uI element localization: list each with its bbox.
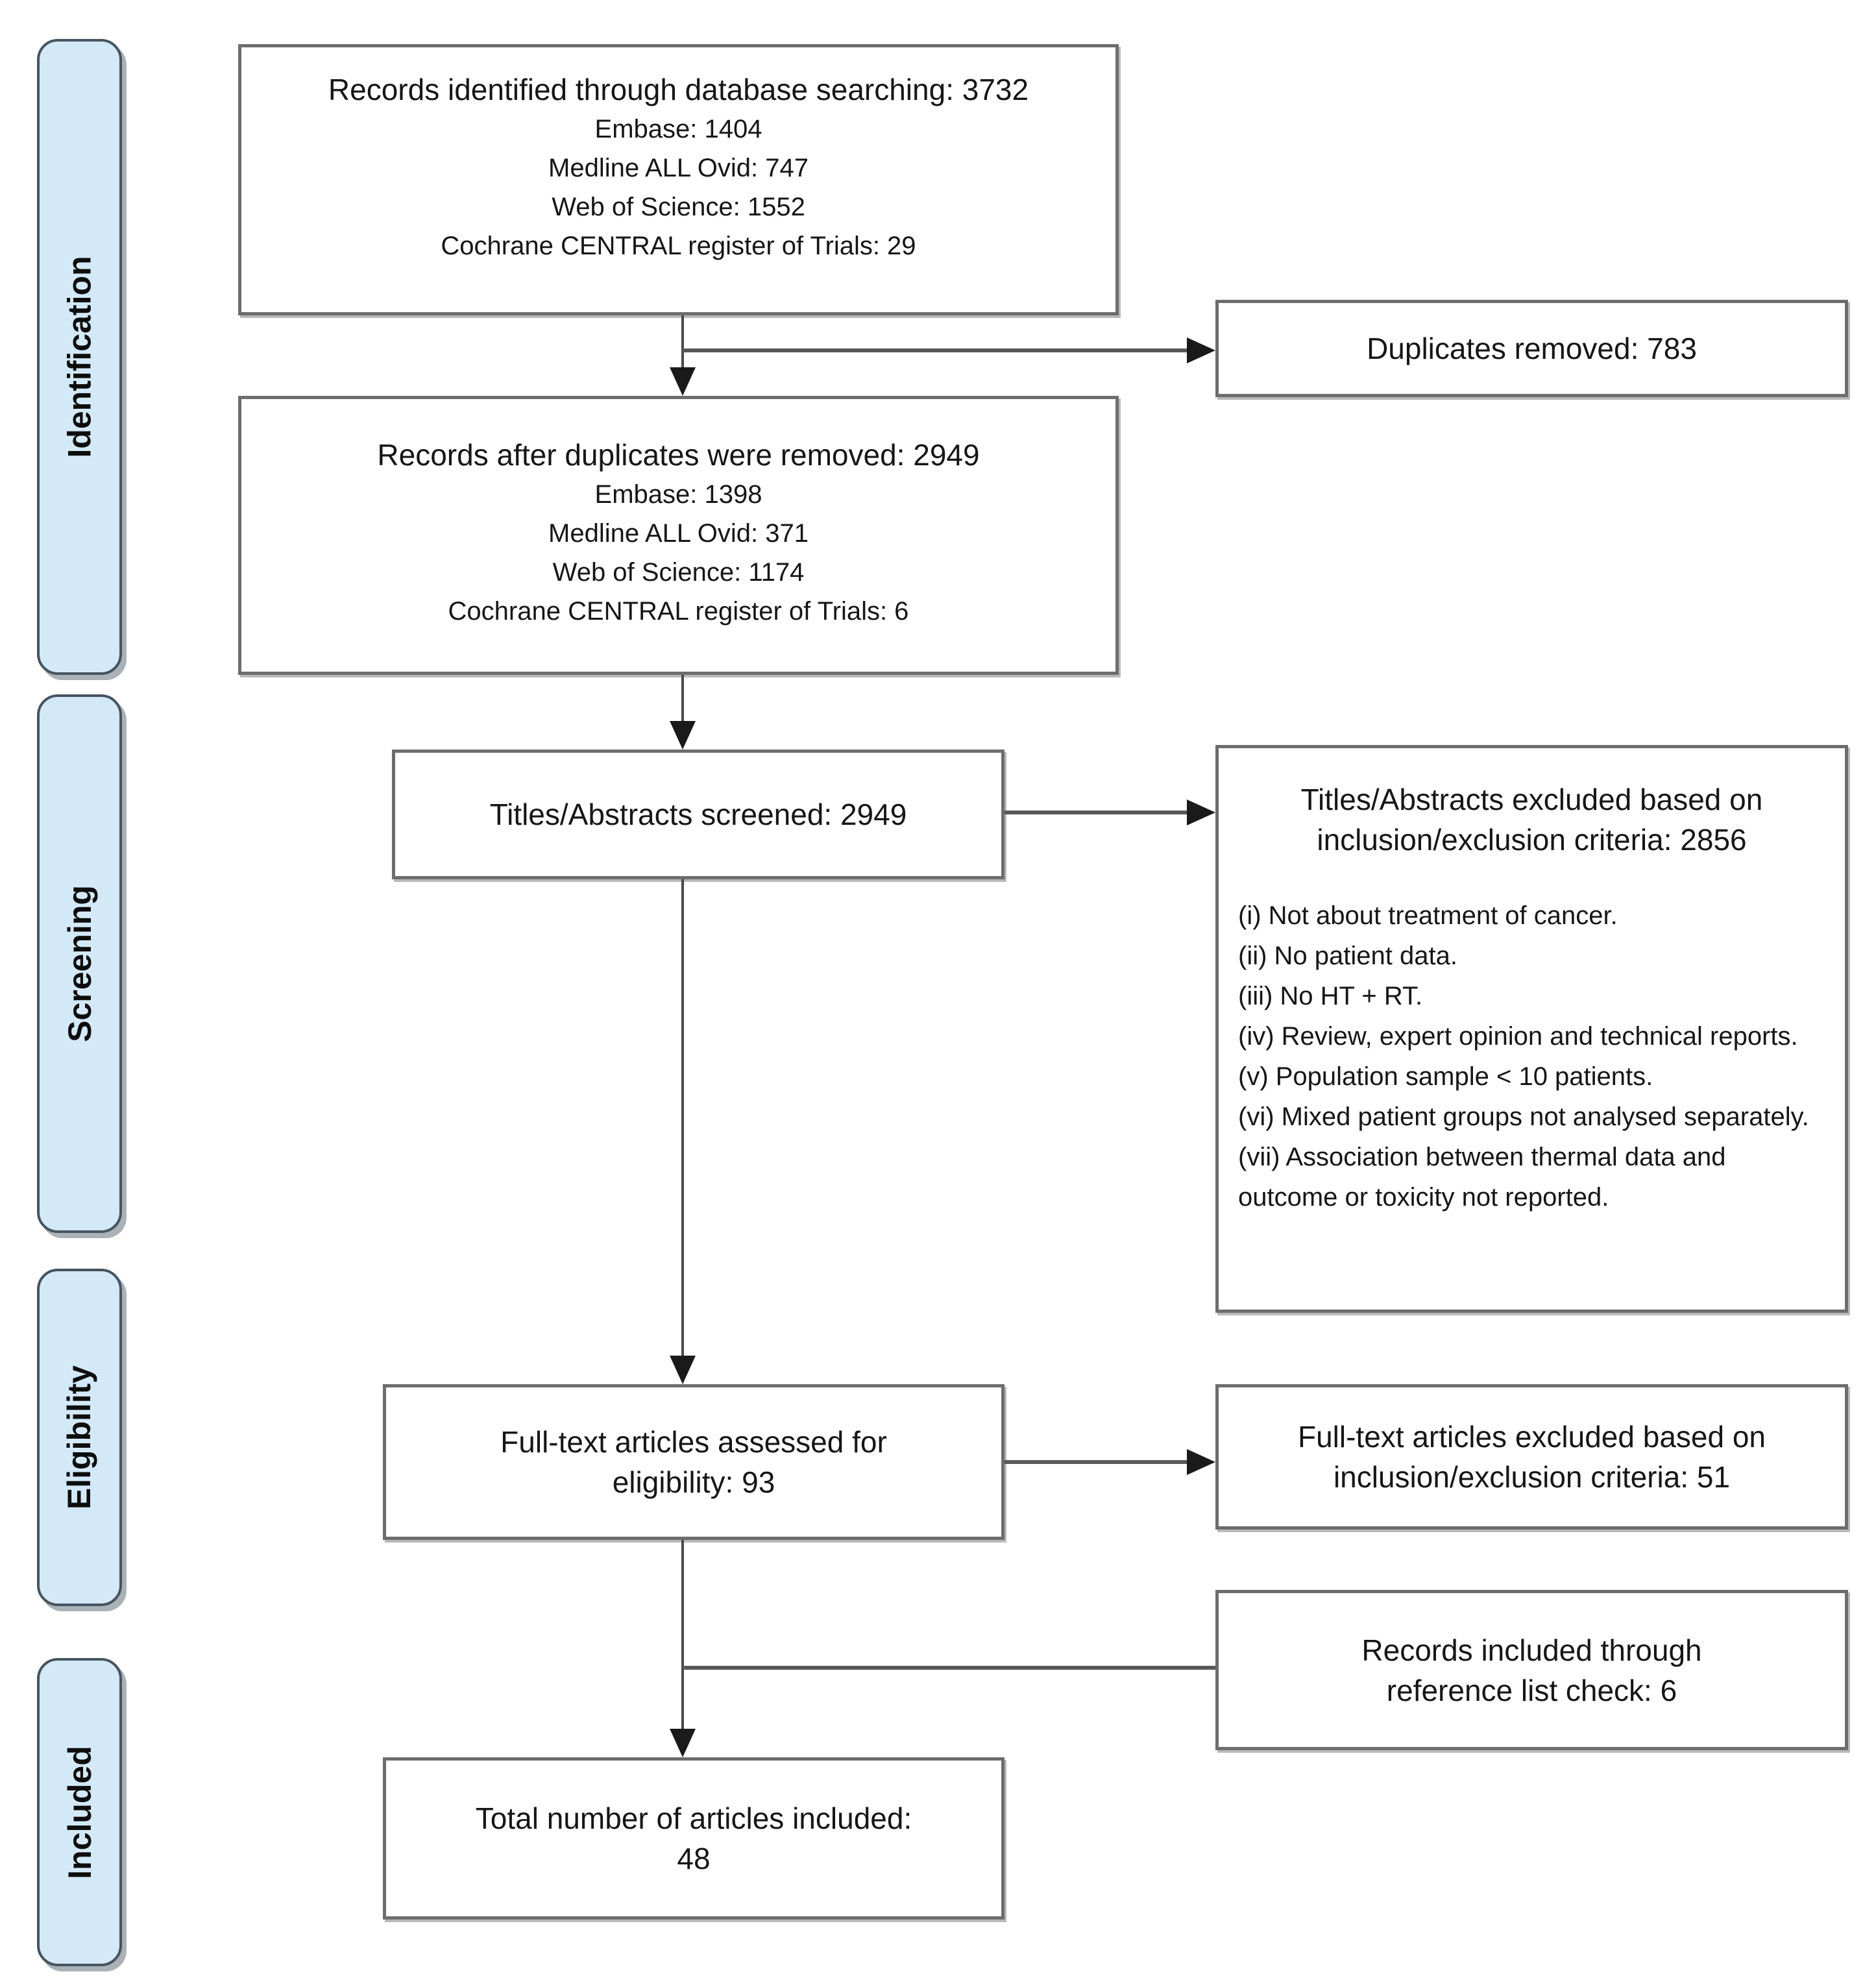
source-web-of-science: Web of Science: 1552 [552,193,805,221]
stage-identification-label: Identification [61,256,98,458]
node-fulltext-assessed-line2: eligibility: 93 [612,1465,775,1499]
source-embase: Embase: 1404 [594,115,762,143]
connector-identified-to-afterdup [681,315,684,367]
node-titles-abstracts-screened: Titles/Abstracts screened: 2949 [392,750,1005,879]
source-medline: Medline ALL Ovid: 747 [548,154,809,182]
node-total-included-line1: Total number of articles included: [475,1801,912,1835]
arrowhead-down-icon [670,367,696,396]
connector-fulltext-to-total [681,1540,684,1729]
node-titles-abstracts-excluded-title-line2: inclusion/exclusion criteria: 2856 [1317,823,1747,857]
node-titles-abstracts-excluded: Titles/Abstracts excluded based on inclu… [1215,745,1848,1313]
exclusion-reason-7: (vii) Association between thermal data a… [1238,1143,1726,1212]
stage-eligibility: Eligibility [37,1269,122,1606]
exclusion-reason-2: (ii) No patient data. [1238,942,1457,970]
stage-eligibility-label: Eligibility [61,1365,98,1510]
node-fulltext-assessed-line1: Full-text articles assessed for [500,1425,887,1459]
exclusion-reason-5: (v) Population sample < 10 patients. [1238,1062,1653,1091]
source-cochrane: Cochrane CENTRAL register of Trials: 6 [448,597,909,626]
exclusion-reason-4: (iv) Review, expert opinion and technica… [1238,1022,1798,1051]
node-reference-list-included: Records included through reference list … [1215,1590,1848,1750]
source-cochrane: Cochrane CENTRAL register of Trials: 29 [441,232,916,260]
source-embase: Embase: 1398 [594,480,762,509]
arrowhead-right-icon [1187,799,1215,825]
connector-screened-to-excluded [1005,811,1187,814]
node-duplicates-removed: Duplicates removed: 783 [1215,300,1848,397]
stage-included-label: Included [61,1745,98,1879]
stage-screening: Screening [37,694,122,1233]
arrowhead-right-icon [1187,1449,1215,1475]
arrowhead-down-icon [670,1356,696,1384]
stage-identification: Identification [37,39,122,675]
arrowhead-right-icon [1187,337,1215,363]
node-fulltext-excluded: Full-text articles excluded based on inc… [1215,1384,1848,1530]
connector-screened-to-fulltext [681,879,684,1356]
connector-reference-to-total [683,1666,1215,1670]
stage-included: Included [37,1658,122,1966]
node-fulltext-assessed: Full-text articles assessed for eligibil… [383,1384,1005,1540]
arrowhead-down-icon [670,721,696,750]
exclusion-reason-list: (i) Not about treatment of cancer. (ii) … [1219,896,1845,1217]
node-records-after-duplicates-title: Records after duplicates were removed: 2… [377,438,980,472]
node-total-included: Total number of articles included: 48 [383,1757,1005,1920]
node-reference-list-included-line1: Records included through [1361,1633,1702,1667]
node-fulltext-excluded-line2: inclusion/exclusion criteria: 51 [1333,1460,1731,1494]
node-records-identified-title: Records identified through database sear… [328,73,1029,106]
exclusion-reason-6: (vi) Mixed patient groups not analysed s… [1238,1103,1809,1131]
node-reference-list-included-line2: reference list check: 6 [1386,1673,1677,1707]
node-duplicates-removed-title: Duplicates removed: 783 [1367,332,1697,365]
node-titles-abstracts-screened-title: Titles/Abstracts screened: 2949 [489,798,907,831]
arrowhead-down-icon [670,1729,696,1757]
node-records-identified: Records identified through database sear… [238,44,1119,315]
source-web-of-science: Web of Science: 1174 [552,558,805,587]
stage-screening-label: Screening [61,885,98,1042]
node-titles-abstracts-excluded-title-line1: Titles/Abstracts excluded based on [1300,783,1763,816]
connector-branch-to-duplicates [683,348,1187,352]
node-records-after-duplicates: Records after duplicates were removed: 2… [238,396,1119,675]
source-medline: Medline ALL Ovid: 371 [548,519,809,548]
connector-afterdup-to-screened [681,675,684,721]
node-total-included-line2: 48 [677,1842,711,1875]
node-fulltext-excluded-line1: Full-text articles excluded based on [1297,1420,1766,1454]
exclusion-reason-1: (i) Not about treatment of cancer. [1238,901,1618,930]
connector-fulltext-to-ftexcluded [1005,1460,1187,1464]
exclusion-reason-3: (iii) No HT + RT. [1238,982,1423,1010]
